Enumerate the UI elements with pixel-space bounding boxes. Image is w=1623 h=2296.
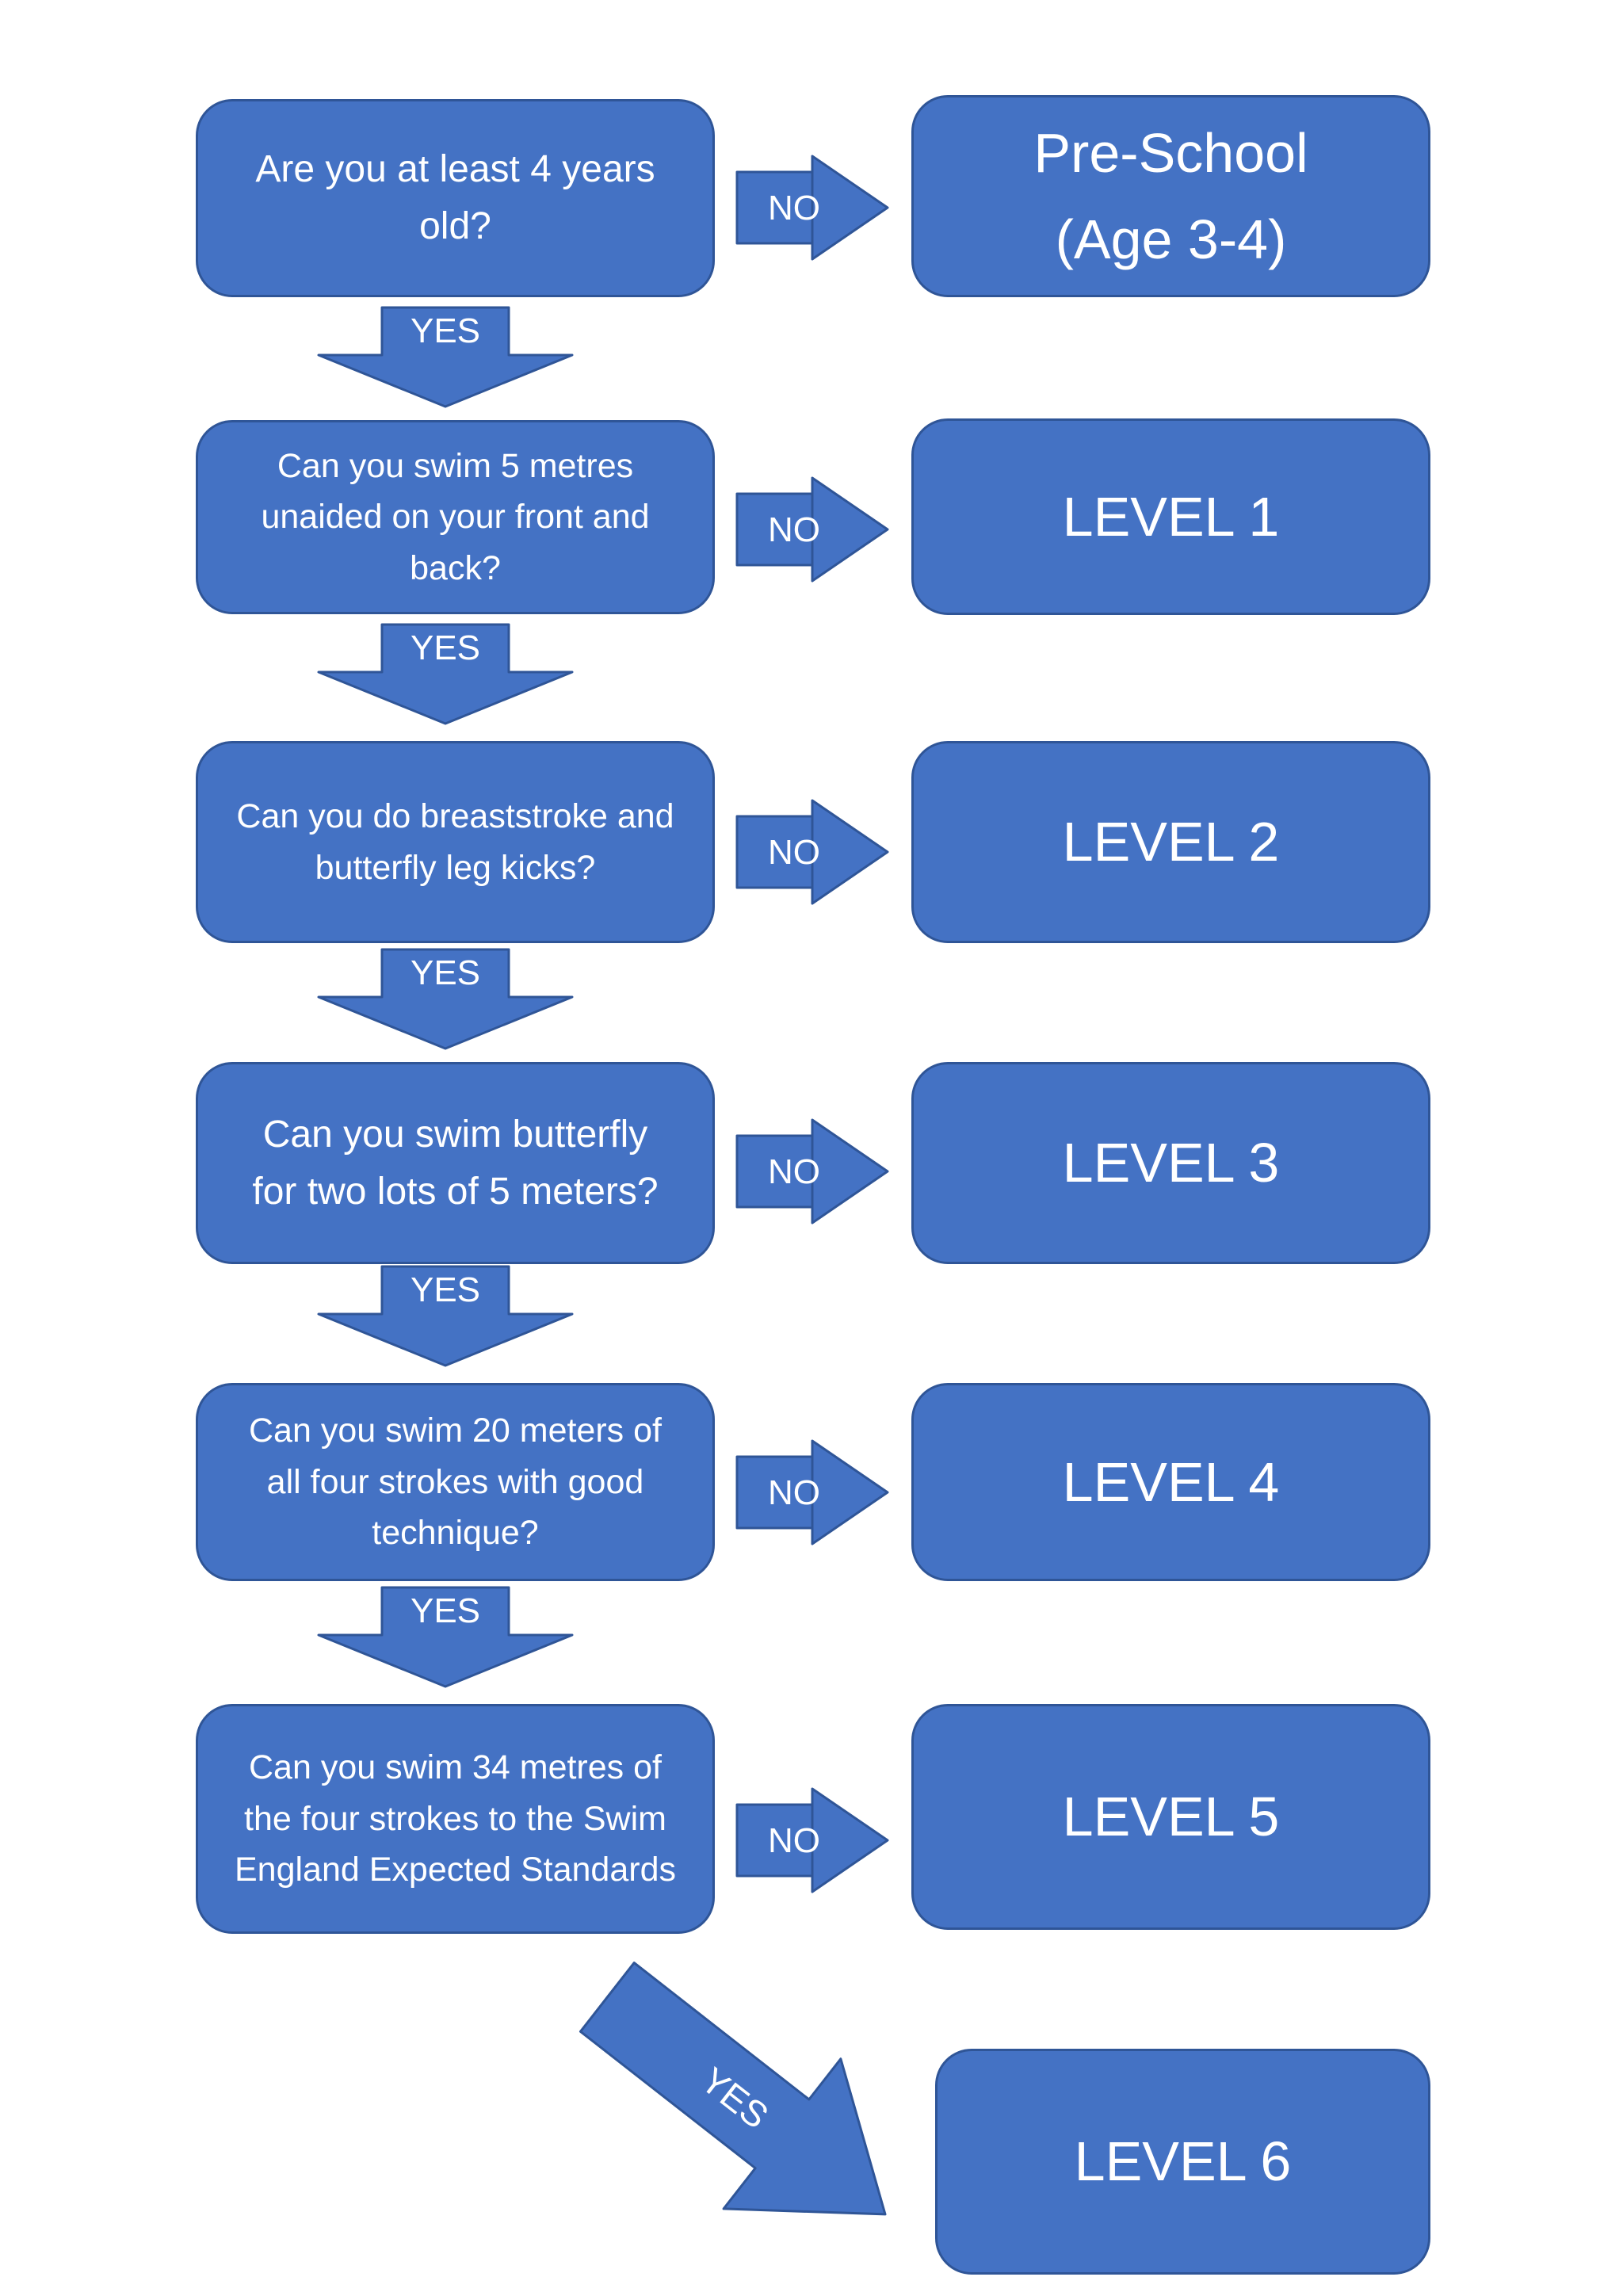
no-arrow-5-label: NO: [768, 1473, 820, 1512]
yes-arrow-3-label: YES: [411, 953, 480, 992]
yes-arrow-1-label: YES: [411, 311, 480, 350]
no-arrow-1: NO: [735, 155, 889, 261]
no-arrow-6: NO: [735, 1787, 889, 1893]
yes-arrow-5: YES: [317, 1586, 574, 1688]
result-box-level-3: LEVEL 3: [911, 1062, 1430, 1264]
result-box-level-6: LEVEL 6: [935, 2049, 1430, 2275]
result-box-pre-school: Pre-School (Age 3-4): [911, 95, 1430, 297]
no-arrow-4: NO: [735, 1118, 889, 1224]
yes-arrow-1: YES: [317, 306, 574, 408]
yes-arrow-4: YES: [317, 1265, 574, 1367]
question-box-four-strokes-34m: Can you swim 34 metres of the four strok…: [196, 1704, 715, 1934]
result-box-level-1: LEVEL 1: [911, 418, 1430, 615]
question-box-age: Are you at least 4 years old?: [196, 99, 715, 297]
no-arrow-3-label: NO: [768, 833, 820, 872]
yes-arrow-2-label: YES: [411, 628, 480, 667]
no-arrow-4-label: NO: [768, 1152, 820, 1191]
question-box-swim-5m: Can you swim 5 metres unaided on your fr…: [196, 420, 715, 614]
question-box-four-strokes-20m: Can you swim 20 meters of all four strok…: [196, 1383, 715, 1581]
no-arrow-6-label: NO: [768, 1821, 820, 1860]
yes-arrow-diagonal: YES: [579, 1962, 887, 2216]
yes-arrow-2: YES: [317, 623, 574, 725]
yes-arrow-3: YES: [317, 948, 574, 1050]
result-box-level-2: LEVEL 2: [911, 741, 1430, 943]
no-arrow-5: NO: [735, 1439, 889, 1545]
yes-arrow-4-label: YES: [411, 1270, 480, 1309]
no-arrow-2-label: NO: [768, 510, 820, 549]
no-arrow-3: NO: [735, 799, 889, 905]
no-arrow-2: NO: [735, 476, 889, 583]
result-box-level-4: LEVEL 4: [911, 1383, 1430, 1581]
no-arrow-1-label: NO: [768, 189, 820, 227]
question-box-leg-kicks: Can you do breaststroke and butterfly le…: [196, 741, 715, 943]
question-box-butterfly: Can you swim butterfly for two lots of 5…: [196, 1062, 715, 1264]
yes-arrow-5-label: YES: [411, 1591, 480, 1630]
result-box-level-5: LEVEL 5: [911, 1704, 1430, 1930]
